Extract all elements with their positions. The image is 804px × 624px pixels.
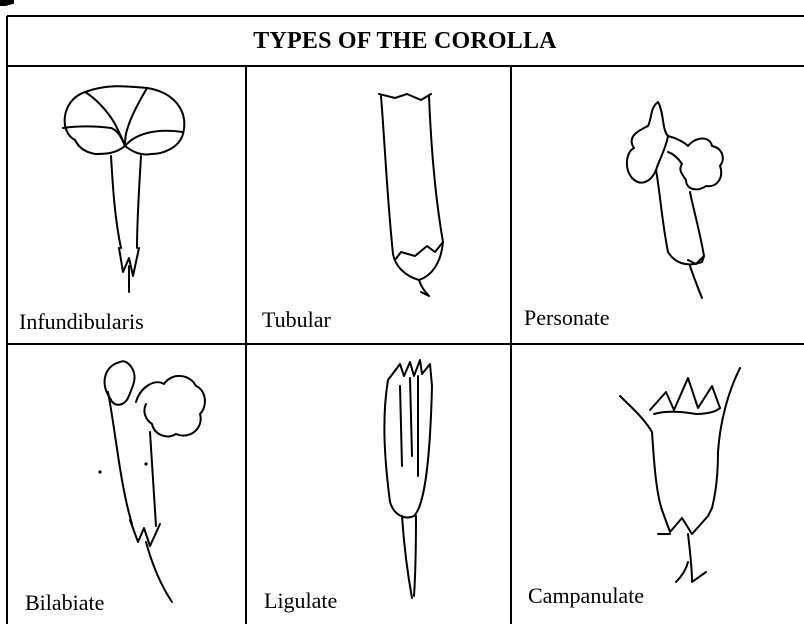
label-infundibularis: Infundibularis (19, 309, 144, 335)
label-ligulate: Ligulate (264, 588, 337, 614)
ligulate-corolla-icon (360, 356, 450, 616)
label-campanulate: Campanulate (528, 583, 644, 609)
tubular-corolla-icon (365, 86, 475, 306)
infundibular-corolla-icon (55, 80, 195, 300)
campanulate-corolla-icon (616, 362, 756, 602)
label-personate: Personate (524, 305, 610, 331)
bilabiate-corolla-icon (80, 354, 240, 614)
table-title: TYPES OF THE COROLLA (6, 16, 804, 66)
label-tubular: Tubular (262, 307, 331, 333)
personate-corolla-icon (612, 92, 762, 312)
label-bilabiate: Bilabiate (25, 590, 104, 616)
